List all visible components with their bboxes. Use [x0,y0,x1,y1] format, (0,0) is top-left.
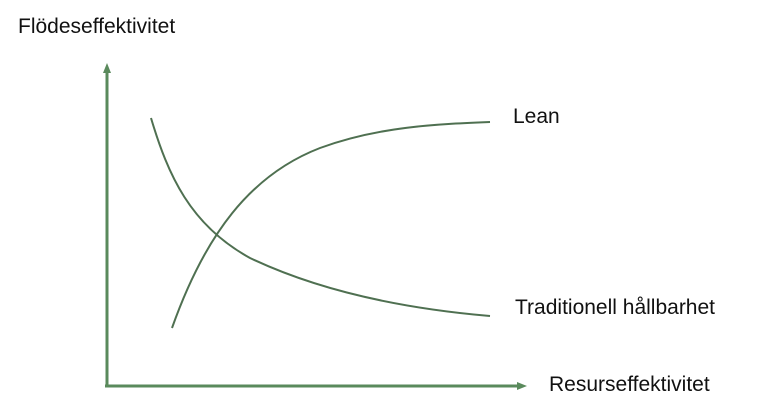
traditional-label: Traditionell hållbarhet [515,296,715,319]
lean-label: Lean [513,105,560,128]
traditional-curve [150,117,491,317]
lean-curve [171,121,491,329]
x-axis-label: Resurseffektivitet [549,373,710,396]
y-axis-label: Flödeseffektivitet [18,15,175,38]
